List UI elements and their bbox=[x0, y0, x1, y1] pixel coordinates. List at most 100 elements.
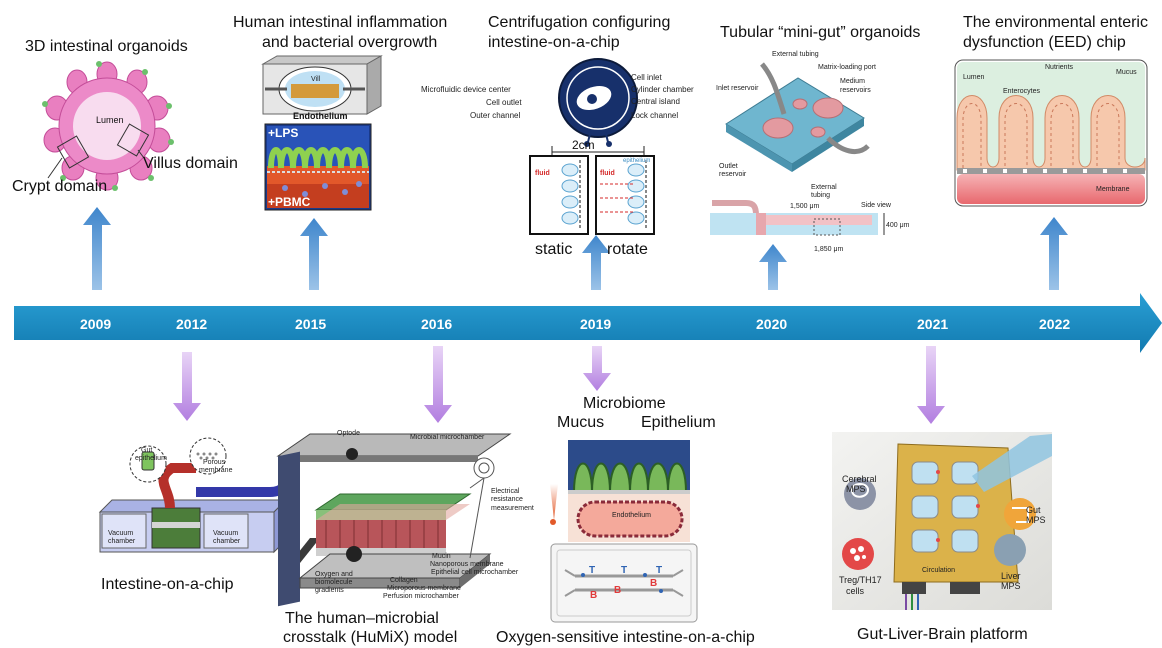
mucus-label: Mucus bbox=[557, 414, 605, 431]
humix-layer-collagen: Collagen bbox=[390, 577, 418, 584]
cell-outlet-label: Cell outlet bbox=[486, 98, 522, 107]
treg-label-line2: cells bbox=[846, 586, 865, 596]
year-2012: 2012 bbox=[176, 316, 208, 332]
eed-membrane-label: Membrane bbox=[1096, 186, 1130, 193]
fluid-label-rotate: fluid bbox=[600, 170, 615, 177]
humix-layer-mucin: Mucin bbox=[432, 553, 451, 560]
down-arrow-2021 bbox=[917, 346, 945, 424]
year-2015: 2015 bbox=[295, 316, 327, 332]
electrical-line2: resistance bbox=[491, 496, 523, 503]
size-label: 2cm bbox=[572, 138, 595, 152]
minigut-device bbox=[725, 62, 870, 172]
porous-membrane-line1: Porous bbox=[203, 459, 226, 466]
up-arrow-2019 bbox=[582, 235, 610, 290]
epithelium-label: Epithelium bbox=[641, 414, 716, 431]
static-label: static bbox=[535, 241, 573, 258]
gut-mps-line1: Gut bbox=[1026, 505, 1041, 515]
oxygen-sensitive-caption: Oxygen-sensitive intestine-on-a-chip bbox=[496, 629, 755, 646]
vacuum-chamber-right-line1: Vacuum bbox=[213, 530, 239, 537]
eed-chip-illustration bbox=[954, 59, 1148, 207]
humix-layer-epithelial: Epithelial cell microchamber bbox=[431, 569, 519, 576]
lps-label: +LPS bbox=[268, 126, 299, 140]
circulation-label: Circulation bbox=[922, 567, 956, 574]
gut-chip-illustration bbox=[261, 55, 383, 115]
electrical-line1: Electrical bbox=[491, 488, 520, 495]
microfluidic-center-label: Microfluidic device center bbox=[421, 85, 511, 94]
optode-label: Optode bbox=[337, 430, 360, 437]
medium-label-line2: reservoirs bbox=[840, 87, 871, 94]
organoid-title: 3D intestinal organoids bbox=[25, 38, 188, 55]
outlet-label-line2: reservoir bbox=[719, 171, 747, 178]
oxygen-gradient-line3: gradients bbox=[315, 587, 344, 594]
plan-letter-b3: B bbox=[650, 578, 658, 589]
external-tubing2-line1: External bbox=[811, 184, 837, 191]
humix-layer-microporous: Microporous membrane bbox=[387, 585, 461, 592]
organoid-illustration bbox=[42, 61, 174, 191]
gut-mps-line2: MPS bbox=[1026, 515, 1046, 525]
down-arrow-2016 bbox=[424, 346, 452, 423]
humix-illustration bbox=[276, 433, 512, 607]
microbial-microchamber-label: Microbial microchamber bbox=[410, 434, 485, 441]
matrix-port-label: Matrix-loading port bbox=[818, 64, 876, 71]
dim-1500-label: 1,500 μm bbox=[790, 203, 820, 210]
vacuum-chamber-left-line2: chamber bbox=[108, 538, 136, 545]
vill-label: Vill bbox=[311, 76, 321, 83]
down-arrow-2019b bbox=[583, 346, 611, 391]
crypt-domain-label: Crypt domain bbox=[12, 178, 108, 195]
eed-title-line1: The environmental enteric bbox=[963, 14, 1148, 31]
porous-membrane-line2: membrane bbox=[199, 467, 233, 474]
centrifugation-title-line1: Centrifugation configuring bbox=[488, 14, 671, 31]
cerebral-mps-line1: Cerebral bbox=[842, 474, 877, 484]
treg-label-line1: Treg/TH17 bbox=[839, 575, 882, 585]
oxygen-chip-plan bbox=[550, 543, 698, 623]
humix-layer-nanoporous: Nanoporous membrane bbox=[430, 561, 504, 568]
oxygen-gradient-line2: biomolecule bbox=[315, 579, 353, 586]
plan-letter-b1: B bbox=[590, 590, 598, 601]
microbiome-label: Microbiome bbox=[583, 395, 666, 412]
cell-inlet-label: Cell inlet bbox=[631, 73, 662, 82]
intestine-on-a-chip-caption: Intestine-on-a-chip bbox=[101, 576, 234, 593]
vacuum-chamber-left-line1: Vacuum bbox=[108, 530, 134, 537]
centrifuge-disc bbox=[551, 58, 645, 156]
oxygen-gradient-line1: Oxygen and bbox=[315, 571, 353, 578]
medium-label-line1: Medium bbox=[840, 78, 865, 85]
gut-liver-brain-photo bbox=[832, 432, 1052, 610]
plan-letter-t3: T bbox=[656, 565, 663, 576]
centrifugation-title-line2: intestine-on-a-chip bbox=[488, 34, 620, 51]
inflammation-panel bbox=[264, 123, 372, 211]
villus-domain-label: Villus domain bbox=[143, 155, 238, 172]
dim-1850-label: 1,850 μm bbox=[814, 246, 844, 253]
up-arrow-2022 bbox=[1040, 217, 1068, 290]
static-rotate-panels bbox=[529, 155, 655, 235]
dim-400-label: 400 μm bbox=[886, 222, 910, 229]
external-tubing-label: External tubing bbox=[772, 51, 819, 58]
central-island-label: Central island bbox=[631, 97, 680, 106]
epithelium-small-label: epithelium bbox=[623, 158, 651, 164]
eed-lumen-label: Lumen bbox=[963, 74, 985, 81]
gut-epithelium-line2: epithelium bbox=[135, 455, 167, 462]
eed-enterocytes-label: Enterocytes bbox=[1003, 88, 1040, 95]
outer-channel-label: Outer channel bbox=[470, 111, 521, 120]
oxygen-chip-illustration bbox=[550, 440, 690, 542]
gut-epithelium-line1: Gut bbox=[141, 447, 153, 454]
plan-letter-t2: T bbox=[621, 565, 628, 576]
endothelium-small-label: Endothelium bbox=[612, 512, 651, 519]
organoid-lumen-label: Lumen bbox=[96, 115, 124, 125]
humix-layer-perfusion: Perfusion microchamber bbox=[383, 593, 459, 600]
cerebral-mps-line2: MPS bbox=[846, 484, 866, 494]
inflammation-title-line2: and bacterial overgrowth bbox=[262, 34, 438, 51]
rotate-label: rotate bbox=[607, 241, 648, 258]
up-arrow-2015 bbox=[300, 218, 328, 290]
gut-liver-brain-caption: Gut-Liver-Brain platform bbox=[857, 626, 1028, 643]
up-arrow-2020 bbox=[759, 244, 787, 290]
liver-mps-line1: Liver bbox=[1001, 571, 1021, 581]
external-tubing2-line2: tubing bbox=[811, 192, 831, 199]
outlet-label-line1: Outlet bbox=[719, 163, 738, 170]
lock-channel-label: Lock channel bbox=[631, 111, 679, 120]
electrical-line3: measurement bbox=[491, 505, 534, 512]
cylinder-chamber-label: Cylinder chamber bbox=[631, 85, 694, 94]
down-arrow-2012 bbox=[173, 352, 201, 421]
